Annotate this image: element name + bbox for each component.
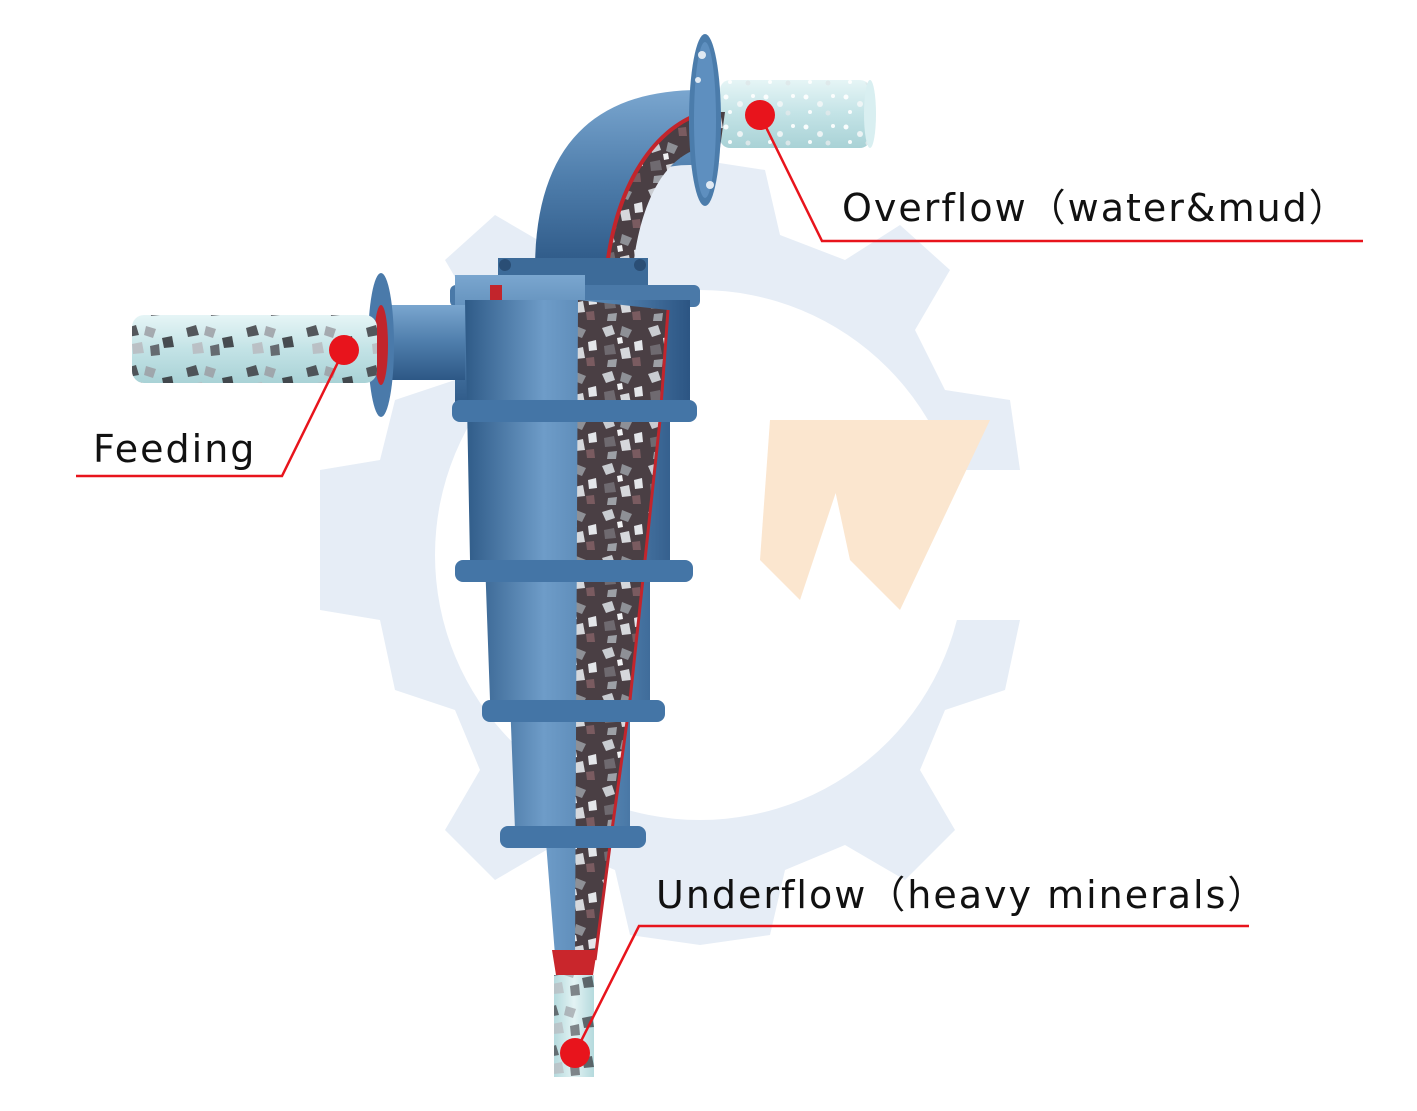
- overflow-label: Overflow（water&mud）: [842, 186, 1349, 230]
- underflow-callout-line: [573, 924, 1249, 1054]
- callout-lines: [76, 114, 1363, 1054]
- overflow-marker-dot: [745, 100, 775, 130]
- feeding-label: Feeding: [93, 427, 257, 471]
- callout-markers: [329, 100, 775, 1068]
- gear-logo-watermark: [320, 160, 1160, 945]
- overflow-pipe: [720, 80, 876, 148]
- feed-pipe: [132, 273, 465, 417]
- overflow-callout-line: [758, 114, 1363, 243]
- feeding-callout-line: [76, 349, 346, 478]
- cyclone-body: [452, 300, 697, 975]
- underflow-marker-dot: [560, 1038, 590, 1068]
- underflow-label: Underflow（heavy minerals）: [656, 873, 1268, 917]
- feeding-marker-dot: [329, 335, 359, 365]
